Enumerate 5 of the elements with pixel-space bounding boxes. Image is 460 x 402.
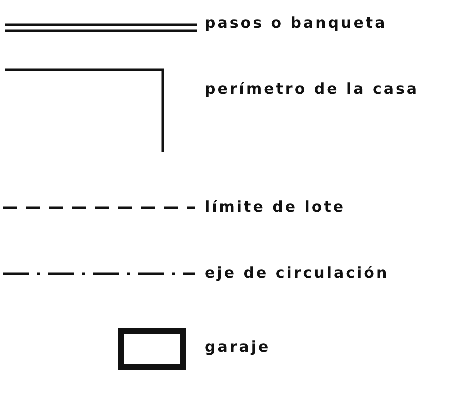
legend-text: garaje — [205, 338, 271, 356]
legend-text: perímetro de la casa — [205, 80, 420, 98]
legend-text: límite de lote — [205, 198, 346, 216]
legend-text: eje de circulación — [205, 264, 390, 282]
legend-text: pasos o banqueta — [205, 14, 388, 32]
